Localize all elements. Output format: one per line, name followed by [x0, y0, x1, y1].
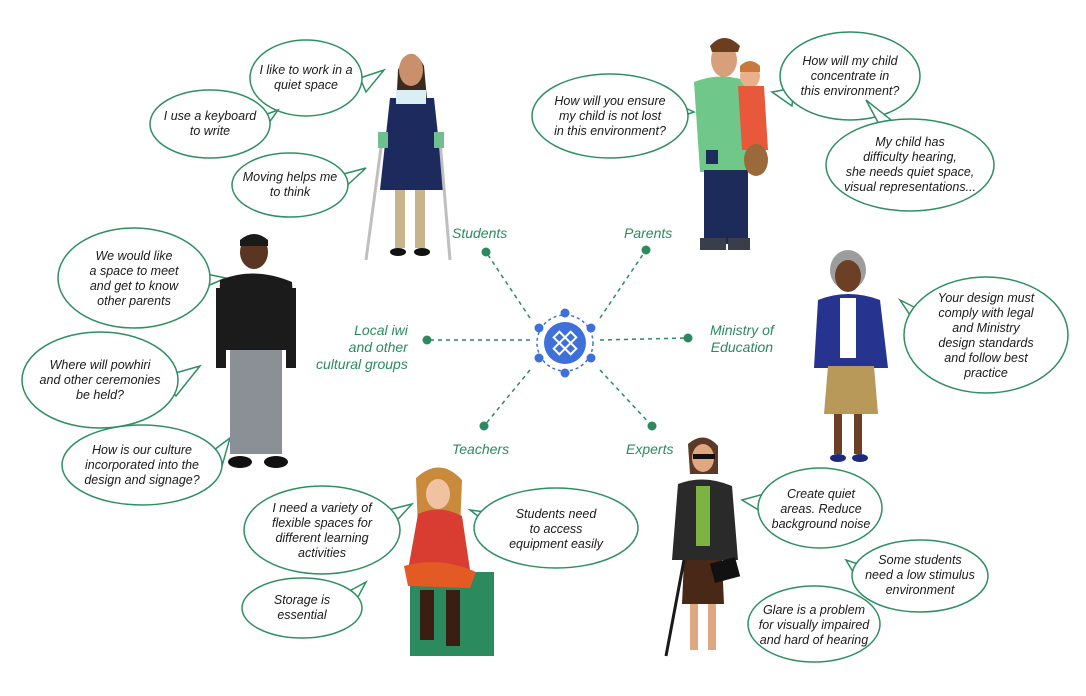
ministry-woman-figure	[814, 250, 888, 462]
bubble-students-keyboard	[149, 89, 271, 159]
hub	[534, 308, 596, 378]
label-ministry: Ministry of Education	[710, 322, 774, 355]
dot-local-iwi	[422, 335, 432, 345]
connector-experts	[599, 369, 653, 427]
expert-figure	[664, 437, 741, 657]
bubble-tail	[358, 68, 387, 94]
label-local-iwi: Local iwi and other cultural groups	[316, 322, 408, 372]
parent-figure	[694, 38, 768, 250]
bubble-parents-concentrate	[779, 31, 921, 121]
bubble-ministry-comply	[903, 276, 1069, 394]
label-students: Students	[452, 225, 508, 241]
label-parents: Parents	[624, 225, 673, 241]
bubble-parents-hearing	[825, 118, 995, 212]
bubble-teachers-variety	[243, 485, 401, 575]
teacher-figure	[404, 467, 494, 656]
connector-parents	[599, 249, 647, 319]
connector-students	[485, 251, 531, 319]
dot-teachers	[479, 421, 489, 431]
bubble-teachers-storage	[241, 577, 363, 639]
connector-lines	[427, 249, 689, 427]
bubble-iwi-powhiri	[21, 331, 179, 429]
label-experts: Experts	[626, 441, 674, 457]
bubble-experts-quiet	[757, 467, 883, 549]
bubble-experts-stimulus	[851, 539, 989, 613]
bubble-teachers-equipment	[473, 487, 639, 569]
connector-end-dots	[422, 245, 693, 431]
bubble-students-quiet	[249, 39, 363, 117]
connector-teachers	[483, 369, 531, 427]
bubble-iwi-meet	[57, 227, 211, 329]
iwi-man-figure	[216, 234, 296, 468]
bubble-parents-lost	[531, 73, 689, 159]
ruler-pencil-icon	[552, 330, 578, 356]
connector-ministry	[599, 337, 689, 341]
dot-students	[481, 247, 491, 257]
bubble-iwi-culture	[61, 424, 223, 506]
student-figure	[364, 53, 452, 261]
bubble-students-moving	[231, 152, 349, 218]
bubble-experts-glare	[747, 585, 881, 663]
label-teachers: Teachers	[452, 441, 510, 457]
dot-parents	[641, 245, 651, 255]
dot-experts	[647, 421, 657, 431]
dot-ministry	[683, 333, 693, 343]
speech-bubbles	[21, 31, 1069, 663]
